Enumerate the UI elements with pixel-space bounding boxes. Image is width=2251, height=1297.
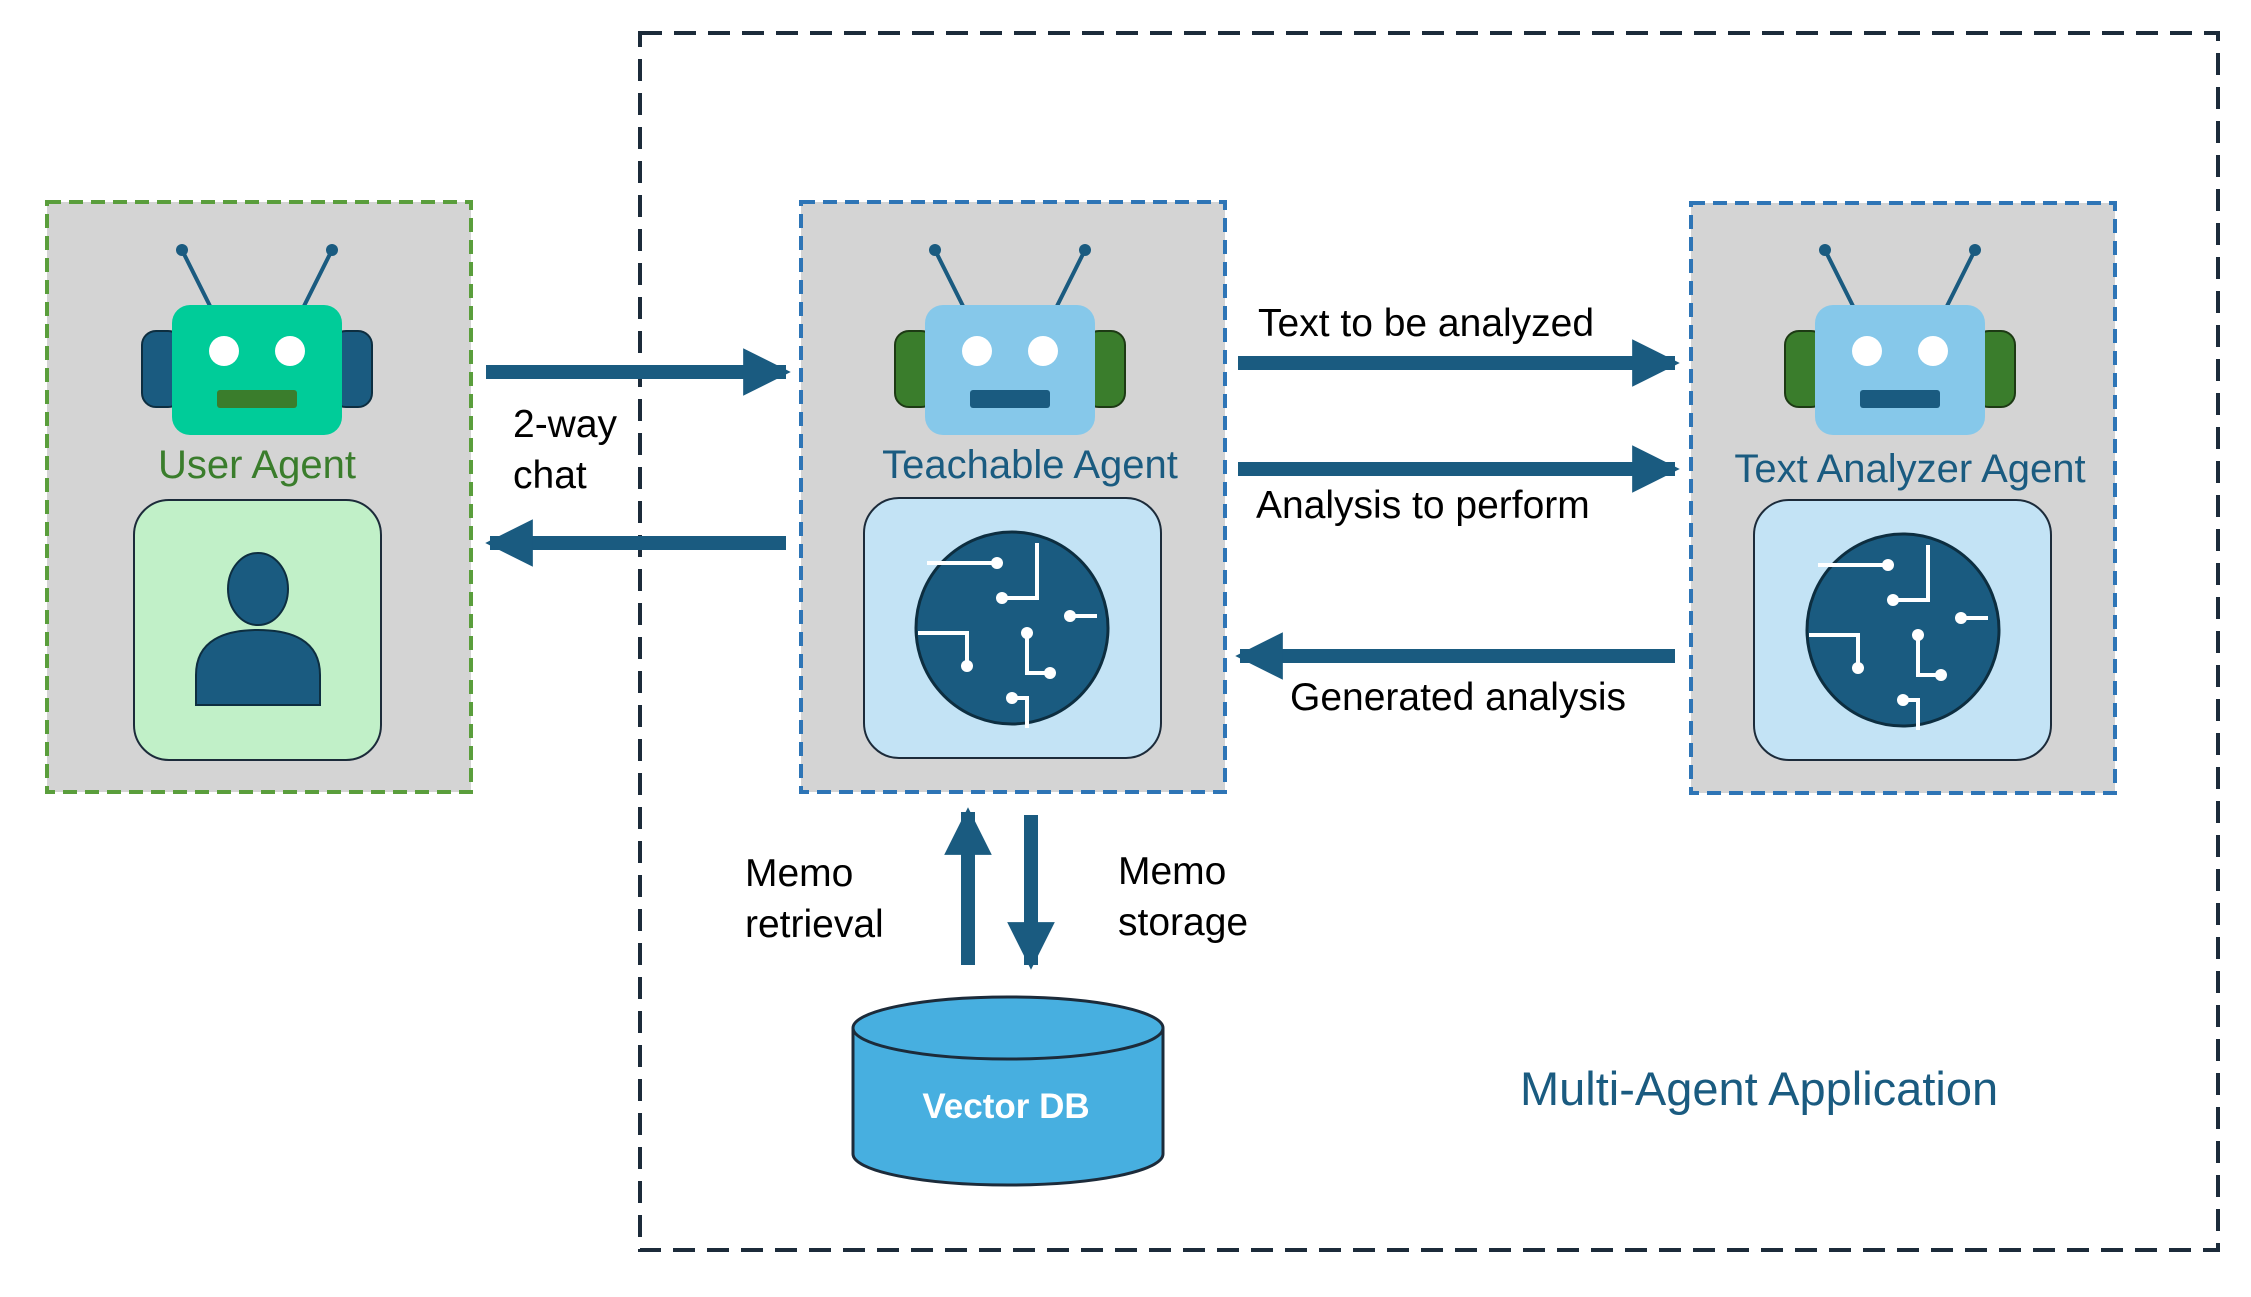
memo-storage-line2: storage: [1118, 901, 1248, 944]
person-icon: [195, 552, 321, 706]
multi-agent-container: [638, 31, 2220, 1252]
text-analyzer-label: Text Analyzer Agent: [1734, 447, 2085, 491]
chat-label-line2: chat: [513, 454, 587, 497]
memo-storage-line1: Memo: [1118, 850, 1226, 893]
vector-db: Vector DB: [851, 995, 1165, 1187]
user-agent-label: User Agent: [158, 443, 356, 487]
text-to-analyze-label: Text to be analyzed: [1258, 302, 1594, 345]
vector-db-label: Vector DB: [922, 1087, 1089, 1126]
memo-retrieval-line1: Memo: [745, 852, 853, 895]
circuit-brain-icon: [1805, 532, 2001, 732]
user-agent-node: User Agent: [45, 200, 473, 794]
analysis-to-perform-label: Analysis to perform: [1256, 484, 1590, 527]
text-analyzer-agent-node: Text Analyzer Agent: [1689, 201, 2117, 795]
chat-label-line1: 2-way: [513, 403, 618, 446]
database-cylinder-icon: [851, 995, 1165, 1187]
teachable-agent-label: Teachable Agent: [882, 443, 1178, 487]
circuit-brain-icon: [914, 530, 1110, 730]
memo-retrieval-line2: retrieval: [745, 903, 884, 946]
teachable-agent-node: Teachable Agent: [799, 200, 1227, 794]
container-label: Multi-Agent Application: [1520, 1062, 1998, 1115]
generated-analysis-label: Generated analysis: [1290, 676, 1626, 719]
